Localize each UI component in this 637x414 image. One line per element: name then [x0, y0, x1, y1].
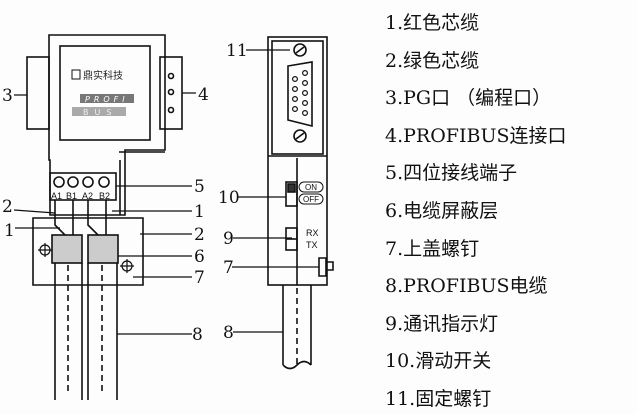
profi-bar [80, 94, 134, 103]
side-view-connector: ON OFF RX TX [267, 36, 334, 370]
callout-9: 9 [223, 229, 234, 249]
cable-shield-1 [51, 234, 83, 264]
legend-item: 4.PROFIBUS连接口 [385, 124, 567, 147]
callout-3: 3 [2, 86, 13, 106]
front-view-leaders [13, 92, 196, 335]
dsub-panel [271, 40, 324, 155]
port-hole [167, 88, 175, 96]
led-rx-label: RX [306, 228, 319, 238]
brand-bottom-text: BUS [83, 108, 117, 117]
callout-5: 5 [194, 177, 205, 197]
legend-item: 6.电缆屏蔽层 [385, 199, 499, 222]
logo-mark [71, 69, 81, 80]
callout-2-right: 2 [194, 225, 205, 245]
switch-on-label: ON [305, 183, 317, 192]
switch-off-label-box [298, 193, 324, 205]
label-panel [59, 45, 151, 141]
housing-edge [119, 151, 165, 215]
callout-4: 4 [198, 85, 209, 105]
legend-item: 1.红色芯缆 [385, 12, 480, 34]
dsub-pins [292, 69, 309, 116]
terminal-b1: B1 [66, 191, 77, 201]
slide-switch[interactable] [285, 181, 298, 207]
terminal-b2: B2 [99, 191, 110, 201]
fixing-screw-bottom [293, 129, 307, 143]
led-tx-label: TX [306, 240, 318, 250]
port-hole [167, 72, 175, 80]
callout-7-side: 7 [223, 258, 234, 278]
port-hole [167, 106, 175, 114]
terminal-a1: A1 [51, 191, 62, 201]
wire-cores [54, 200, 107, 236]
top-cover-screw-side [318, 257, 334, 277]
pg-port-housing [26, 56, 50, 130]
legend-item: 9.通讯指示灯 [385, 312, 499, 335]
callout-10: 10 [218, 188, 240, 208]
callout-1-left: 1 [4, 221, 15, 241]
profibus-port-housing [159, 56, 183, 130]
switch-on-label-box [298, 181, 324, 193]
cables [54, 263, 118, 400]
fixing-screw-top [293, 43, 307, 57]
legend-item: 8.PROFIBUS电缆 [385, 275, 548, 298]
callout-2-left: 2 [2, 197, 13, 217]
terminal-screws [53, 176, 110, 188]
front-view-connector: 鼎实科技 PROFI BUS A1 B1 A2 B2 [26, 34, 183, 400]
cable-centerline [67, 265, 103, 395]
legend-item: 5.四位接线端子 [385, 162, 518, 185]
logo-text: 鼎实科技 [83, 69, 123, 82]
top-cover-screw-right [120, 259, 134, 273]
side-cable [282, 285, 312, 370]
brand-top-text: PROFI [85, 95, 129, 104]
callout-1-right: 1 [194, 202, 205, 222]
legend-item: 3.PG口 （编程口） [385, 87, 552, 110]
callout-7: 7 [194, 268, 205, 288]
parts-legend: 1.红色芯缆 2.绿色芯缆 3.PG口 （编程口） 4.PROFIBUS连接口 … [385, 8, 566, 414]
callout-6: 6 [194, 247, 205, 267]
top-cover-screw-left [38, 243, 52, 257]
legend-item: 10.滑动开关 [385, 350, 492, 373]
legend-item: 11.固定螺钉 [385, 387, 492, 410]
callout-8: 8 [192, 325, 203, 345]
dsub-9-socket [287, 61, 313, 128]
cable-shield-2 [87, 234, 119, 264]
callout-11: 11 [226, 41, 248, 61]
terminal-a2: A2 [82, 191, 93, 201]
callout-8-side: 8 [223, 323, 234, 343]
bus-bar [72, 107, 126, 116]
side-view-leaders [232, 49, 319, 333]
legend-item: 7.上盖螺钉 [385, 237, 480, 260]
legend-item: 2.绿色芯缆 [385, 49, 480, 72]
housing-body [48, 34, 166, 216]
switch-off-label: OFF [303, 195, 319, 204]
